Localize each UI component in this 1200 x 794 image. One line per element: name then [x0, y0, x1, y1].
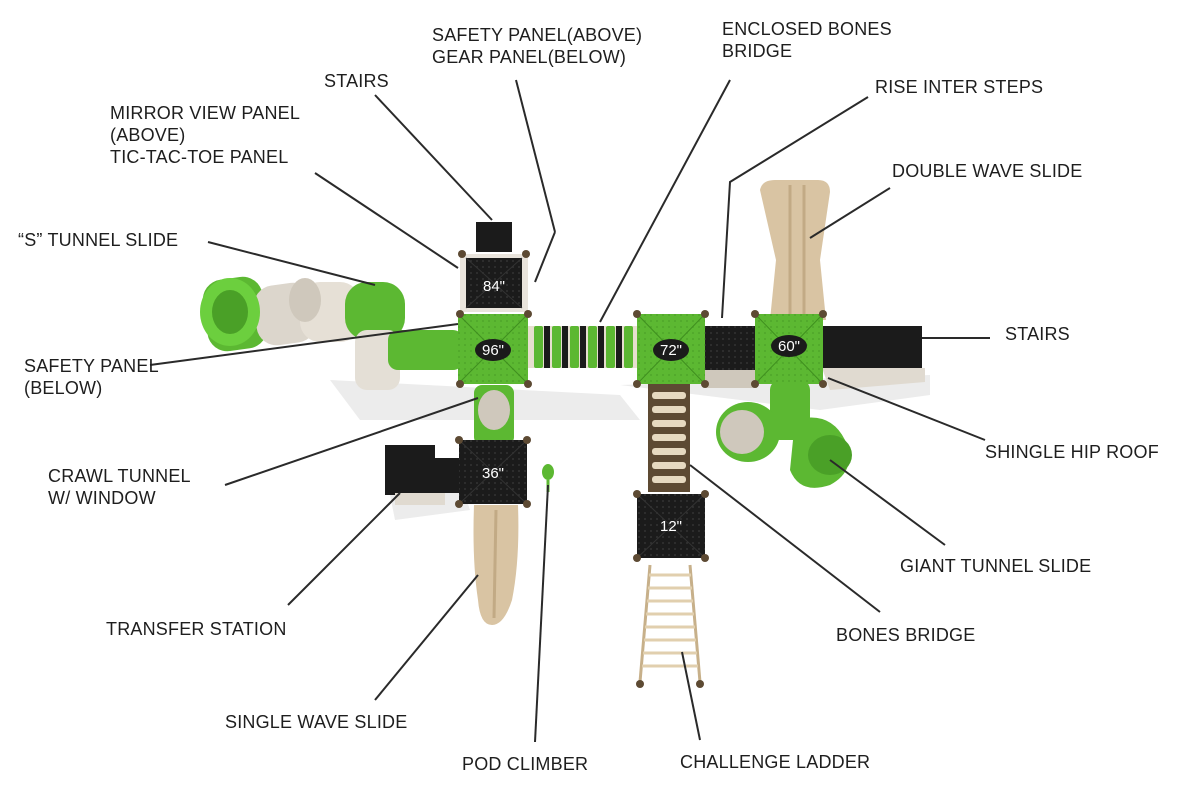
leader-safety-gear-panel-2 [534, 231, 556, 283]
leader-transfer-station [287, 492, 401, 606]
leader-shingle-hip-roof [827, 377, 986, 441]
leader-lines [149, 79, 990, 743]
label-safety-panel-above: SAFETY PANEL(ABOVE) [432, 25, 643, 45]
deck-posts [455, 250, 827, 562]
leader-challenge-ladder [681, 651, 701, 741]
deck-72: 72" [636, 313, 706, 385]
label-stairs-right: STAIRS [1005, 324, 1070, 344]
enclosed-bones-bridge-structure [525, 326, 640, 368]
stairs-right-structure [822, 326, 925, 390]
label-mirror-above: (ABOVE) [110, 125, 186, 145]
label-gear-panel-below: GEAR PANEL(BELOW) [432, 47, 627, 67]
deck-36-label: 36" [482, 465, 504, 482]
label-double-wave-slide: DOUBLE WAVE SLIDE [892, 161, 1083, 181]
label-tic-tac-toe-panel: TIC-TAC-TOE PANEL [110, 147, 289, 167]
leader-bones-bridge [689, 464, 881, 613]
label-rise-inter-steps: RISE INTER STEPS [875, 77, 1044, 97]
label-s-tunnel-slide: “S” TUNNEL SLIDE [18, 230, 179, 250]
single-wave-slide [473, 505, 519, 625]
stairs-top-structure [476, 222, 512, 252]
label-mirror-panel: MIRROR VIEW PANEL (ABOVE) TIC-TAC-TOE PA… [110, 102, 300, 168]
leader-enclosed-bones-bridge [599, 79, 731, 323]
deck-96-label: 96" [482, 342, 504, 359]
label-enclosed-bones-line2: BRIDGE [722, 41, 793, 61]
label-safety-gear-panel: SAFETY PANEL(ABOVE) GEAR PANEL(BELOW) [432, 24, 642, 68]
transfer-station-structure [385, 445, 465, 505]
crawl-tube-left [388, 330, 463, 370]
leader-pod-climber [534, 484, 549, 743]
label-crawl-tunnel-line1: CRAWL TUNNEL [48, 466, 191, 486]
deck-12: 12" [636, 493, 706, 559]
crawl-tunnel [474, 385, 514, 445]
label-shingle-hip-roof: SHINGLE HIP ROOF [985, 442, 1159, 462]
giant-tunnel-slide [716, 380, 852, 488]
challenge-ladder [636, 564, 704, 688]
label-safety-panel-line2: (BELOW) [24, 378, 103, 398]
s-tunnel-slide [200, 276, 405, 390]
leader-mirror-panel [314, 172, 459, 269]
label-enclosed-bones-bridge: ENCLOSED BONES BRIDGE [722, 18, 892, 62]
label-bones-bridge: BONES BRIDGE [836, 625, 976, 645]
leader-rise-inter-steps [721, 96, 869, 319]
bones-bridge-structure [648, 380, 690, 492]
leader-double-wave-slide [809, 187, 891, 239]
label-stairs-top: STAIRS [324, 71, 389, 91]
label-single-wave-slide: SINGLE WAVE SLIDE [225, 712, 408, 732]
deck-84: 84" [460, 254, 528, 312]
label-challenge-ladder: CHALLENGE LADDER [680, 752, 871, 772]
deck-12-label: 12" [660, 518, 682, 535]
label-giant-tunnel-slide: GIANT TUNNEL SLIDE [900, 556, 1092, 576]
leader-stairs-top [374, 94, 493, 221]
label-safety-panel-line1: SAFETY PANEL [24, 356, 159, 376]
label-transfer-station: TRANSFER STATION [106, 619, 287, 639]
leader-single-wave-slide [374, 574, 479, 701]
leader-crawl-tunnel [224, 397, 479, 486]
double-wave-slide [760, 180, 830, 320]
deck-84-label: 84" [483, 278, 505, 295]
deck-36: 36" [458, 439, 528, 505]
deck-72-label: 72" [660, 342, 682, 359]
deck-96: 96" [457, 313, 529, 385]
leader-giant-tunnel-slide [829, 459, 946, 546]
label-safety-panel-below: SAFETY PANEL (BELOW) [24, 355, 159, 399]
deck-60-label: 60" [778, 338, 800, 355]
label-enclosed-bones-line1: ENCLOSED BONES [722, 19, 892, 39]
leader-s-tunnel-slide [207, 241, 376, 286]
label-pod-climber: POD CLIMBER [462, 754, 589, 774]
label-crawl-tunnel: CRAWL TUNNEL W/ WINDOW [48, 465, 191, 509]
deck-60: 60" [754, 313, 824, 385]
label-crawl-tunnel-line2: W/ WINDOW [48, 488, 156, 508]
label-mirror-view-panel: MIRROR VIEW PANEL [110, 103, 301, 123]
rise-inter-steps-structure [705, 326, 757, 388]
leader-safety-gear-panel [515, 79, 556, 233]
leader-safety-panel-below [149, 323, 459, 366]
